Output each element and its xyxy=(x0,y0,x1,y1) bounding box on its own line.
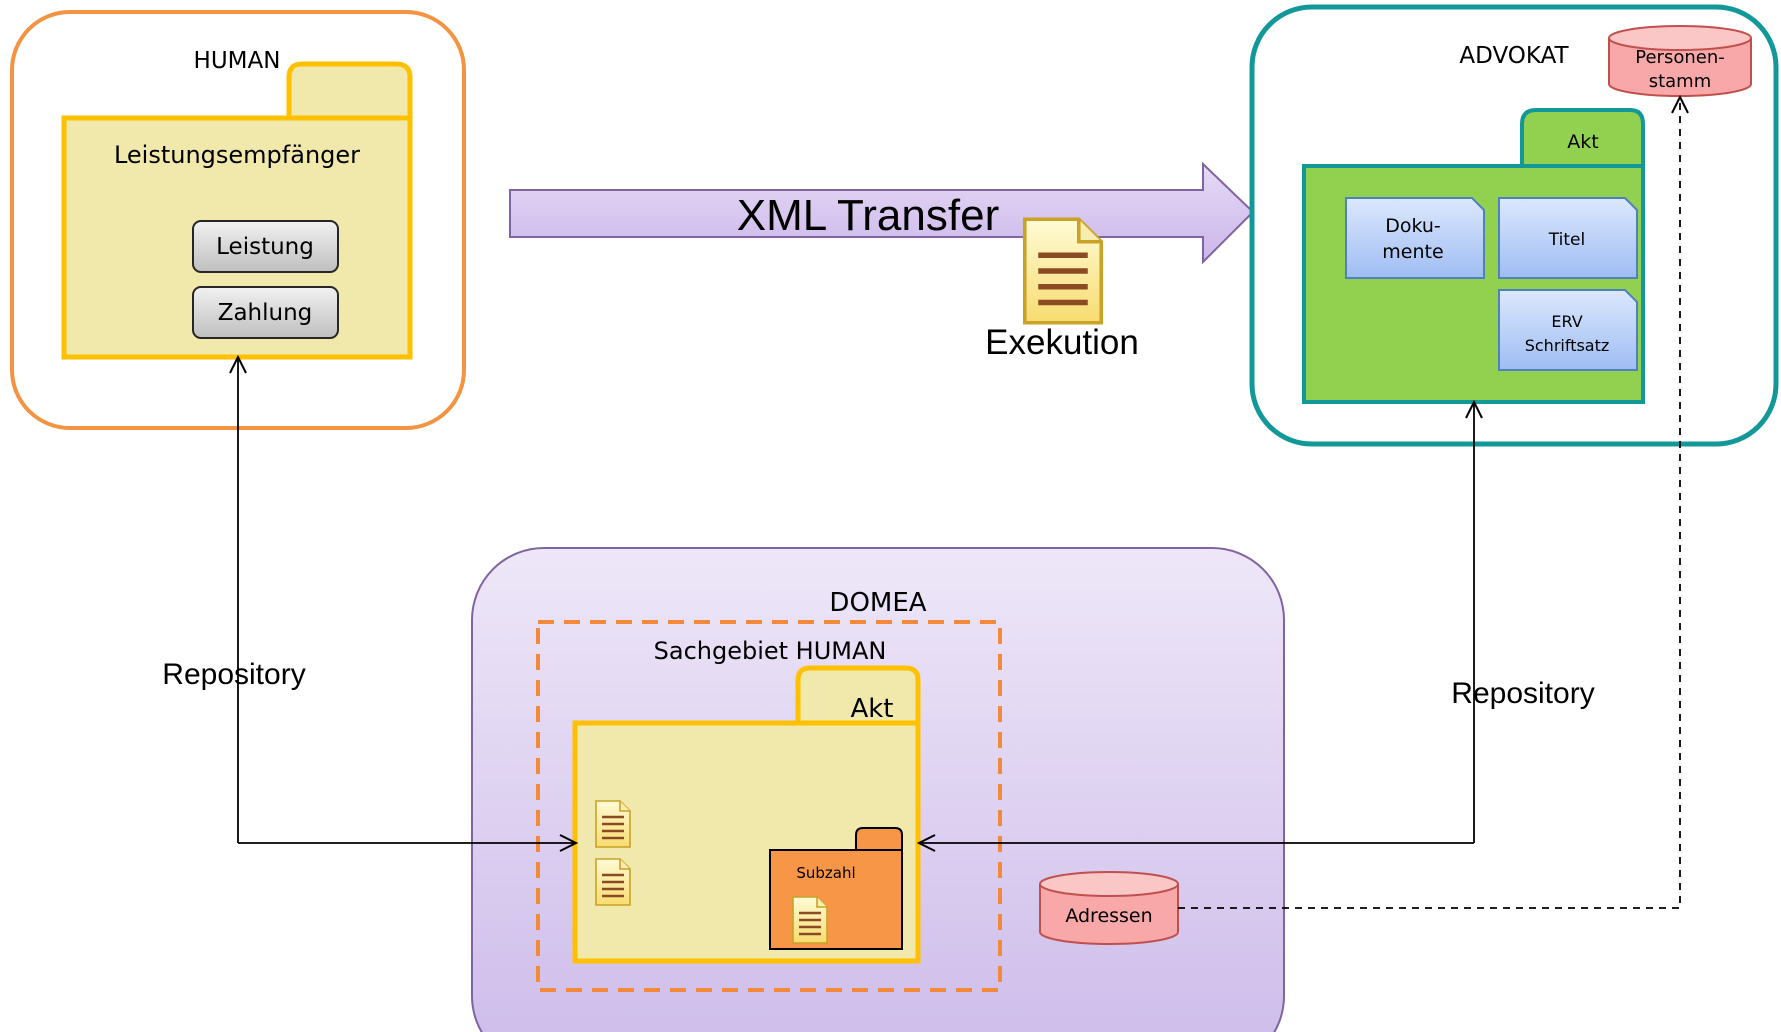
subzahl-folder[interactable]: Subzahl xyxy=(769,827,903,950)
dokumente-label-line1: Doku- xyxy=(1385,215,1441,237)
personenstamm-database[interactable]: Personen- stamm xyxy=(1608,25,1752,97)
repository-label-left: Repository xyxy=(162,658,305,691)
human-title: HUMAN xyxy=(194,48,281,74)
titel-card[interactable]: Titel xyxy=(1498,197,1638,279)
connectors xyxy=(238,98,1680,909)
advokat-title: ADVOKAT xyxy=(1459,43,1569,69)
erv-label-line1: ERV xyxy=(1551,312,1582,331)
erv-label-line2: Schriftsatz xyxy=(1525,336,1610,355)
leistung-button[interactable]: Leistung xyxy=(192,220,339,273)
titel-label: Titel xyxy=(1548,230,1585,250)
adressen-label: Adressen xyxy=(1065,905,1152,927)
personenstamm-label-line2: stamm xyxy=(1649,71,1712,92)
xml-transfer-label: XML Transfer xyxy=(737,191,999,240)
document-icon[interactable] xyxy=(594,857,632,907)
sachgebiet-label: Sachgebiet HUMAN xyxy=(654,637,887,665)
personenstamm-label-line1: Personen- xyxy=(1635,47,1724,68)
xml-transfer-arrow: XML Transfer xyxy=(509,161,1255,265)
domea-container: DOMEA Sachgebiet HUMAN Akt Subzahl Adres… xyxy=(471,547,1285,1032)
zahlung-button-label: Zahlung xyxy=(218,300,313,326)
adressen-database[interactable]: Adressen xyxy=(1039,871,1179,945)
human-container: HUMAN Leistungsempfänger Leistung Zahlun… xyxy=(10,10,466,430)
document-icon[interactable] xyxy=(594,799,632,849)
leistung-button-label: Leistung xyxy=(216,234,314,260)
document-icon[interactable] xyxy=(791,895,829,945)
leistungsempfaenger-label: Leistungsempfänger xyxy=(114,141,360,169)
advokat-akt-tab-label: Akt xyxy=(1567,131,1598,153)
domea-title: DOMEA xyxy=(829,588,926,618)
repository-label-right: Repository xyxy=(1451,677,1594,710)
exekution-label: Exekution xyxy=(985,323,1139,362)
erv-schriftsatz-card[interactable]: ERV Schriftsatz xyxy=(1498,289,1638,371)
advokat-container: ADVOKAT Personen- stamm Akt Doku- mente … xyxy=(1249,4,1779,447)
subzahl-label: Subzahl xyxy=(796,864,855,882)
zahlung-button[interactable]: Zahlung xyxy=(192,286,339,339)
domea-akt-tab-label: Akt xyxy=(850,694,893,724)
exekution-document-icon[interactable] xyxy=(1025,219,1102,323)
dokumente-label-line2: mente xyxy=(1382,241,1443,263)
adressen-personenstamm-link xyxy=(1178,98,1680,909)
dokumente-card[interactable]: Doku- mente xyxy=(1345,197,1485,279)
